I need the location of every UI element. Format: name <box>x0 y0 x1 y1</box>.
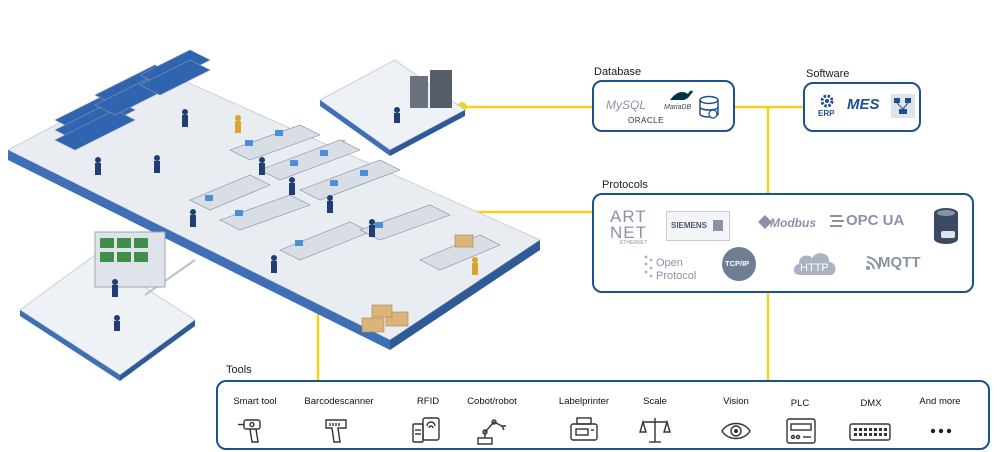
tools-title: Tools <box>226 364 252 376</box>
oracle-logo: ORACLE <box>628 116 664 125</box>
mariadb-logo: MariaDB <box>664 104 692 111</box>
software-box: ERP MES <box>803 82 921 132</box>
protocols-title: Protocols <box>602 179 648 191</box>
http-logo: HTTP <box>800 262 829 274</box>
tool-label-vision: Vision <box>723 396 749 407</box>
artnet-logo-line2: NET <box>610 223 647 242</box>
smart-tool-icon <box>238 419 261 443</box>
dmx-icon <box>849 423 891 441</box>
opcua-logo: OPC UA <box>846 212 905 229</box>
more-dots-icon <box>930 428 952 434</box>
tools-box: Smart tool Barcodescanner RFID Cobot/rob… <box>216 380 990 450</box>
tool-label-smart-tool: Smart tool <box>233 396 277 407</box>
software-title: Software <box>806 68 850 80</box>
tool-label-dmx: DMX <box>860 398 882 409</box>
open-protocol-logo-line1: Open <box>656 257 683 269</box>
siemens-logo: SIEMENS <box>666 211 730 241</box>
tool-label-cobot-robot: Cobot/robot <box>467 396 517 407</box>
mes-logo: MES <box>847 96 880 113</box>
open-protocol-logo-line2: Protocol <box>656 270 697 282</box>
plc-icon <box>786 418 816 444</box>
artnet-logo-line1: ART <box>610 207 647 226</box>
mysql-logo: MySQL <box>606 98 647 112</box>
modbus-icon <box>758 215 772 229</box>
opcua-icon <box>830 215 844 227</box>
barcode-scanner-icon <box>325 419 347 443</box>
gear-icon <box>820 94 834 108</box>
cloud-icon <box>793 253 836 275</box>
rfid-icon <box>412 417 440 443</box>
tool-label-rfid: RFID <box>416 396 440 407</box>
tool-label-and-more: And more <box>919 396 961 407</box>
database-box: MySQL MariaDB ORACLE <box>592 80 735 132</box>
mqtt-icon <box>866 256 880 270</box>
database-icon <box>699 95 719 119</box>
mariadb-seal-icon <box>670 90 693 100</box>
database-cylinder-icon <box>934 208 958 244</box>
workflow-icon <box>891 94 915 118</box>
artnet-logo-sub: ETHERNET <box>620 240 647 246</box>
modbus-logo: Modbus <box>770 216 816 230</box>
tool-label-labelprinter: Labelprinter <box>558 396 610 407</box>
open-protocol-icon <box>644 255 653 278</box>
tool-label-plc: PLC <box>790 398 810 409</box>
tool-label-scale: Scale <box>643 396 667 407</box>
robot-arm-icon <box>477 419 506 445</box>
tool-label-barcodescanner: Barcodescanner <box>304 396 374 407</box>
mqtt-logo: MQTT <box>878 254 921 271</box>
database-title: Database <box>594 66 642 78</box>
scale-icon <box>639 418 671 443</box>
vision-eye-icon <box>721 422 751 440</box>
factory-floor-illustration <box>6 49 542 381</box>
erp-logo: ERP <box>818 109 835 118</box>
tcpip-logo: TCP/IP <box>722 247 756 281</box>
protocols-box: ART NET ETHERNET SIEMENS Modbus OPC UA O… <box>592 193 974 293</box>
label-printer-icon <box>570 417 598 441</box>
